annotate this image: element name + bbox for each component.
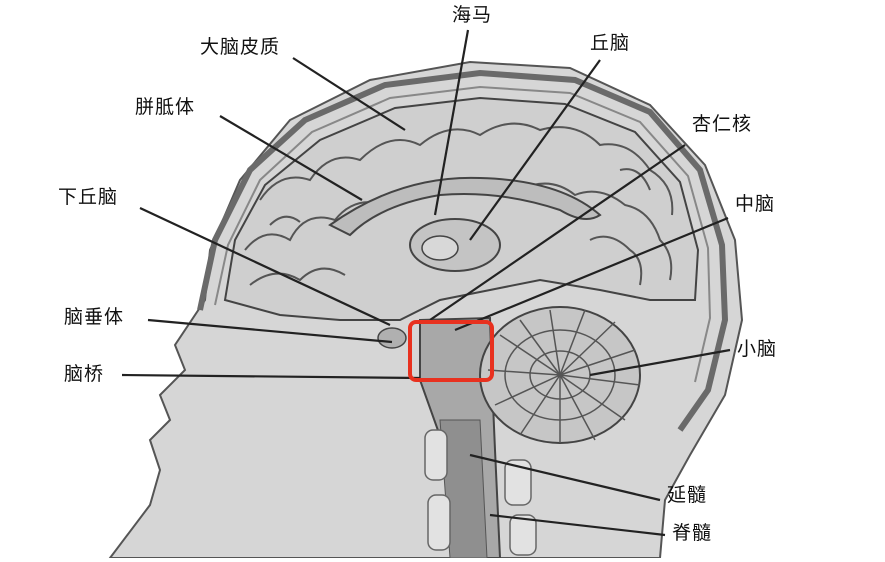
label-medulla: 延髓 — [667, 484, 708, 506]
label-amygdala: 杏仁核 — [692, 113, 753, 135]
corpus-callosum — [328, 176, 602, 237]
gyri — [244, 122, 674, 286]
label-hippocampus: 海马 — [452, 4, 493, 26]
label-cerebral-cortex: 大脑皮质 — [200, 36, 281, 58]
label-corpus-callosum: 胼胝体 — [135, 96, 196, 118]
cerebrum — [223, 96, 700, 321]
label-midbrain: 中脑 — [735, 193, 776, 215]
cerebellum-folia — [487, 309, 641, 443]
leader-lines — [121, 29, 731, 537]
dura-outline — [214, 85, 712, 383]
label-pons: 脑桥 — [64, 363, 105, 385]
vertebrae — [424, 429, 537, 556]
pituitary-shape — [377, 327, 407, 349]
label-spinal-cord: 脊髓 — [672, 522, 713, 544]
label-pituitary: 脑垂体 — [64, 306, 125, 328]
label-thalamus: 丘脑 — [590, 32, 631, 54]
label-cerebellum: 小脑 — [737, 338, 778, 360]
hippocampus — [421, 235, 459, 261]
label-hypothalamus: 下丘脑 — [58, 186, 119, 208]
skull-outline — [197, 69, 729, 432]
highlight-box — [408, 320, 494, 382]
